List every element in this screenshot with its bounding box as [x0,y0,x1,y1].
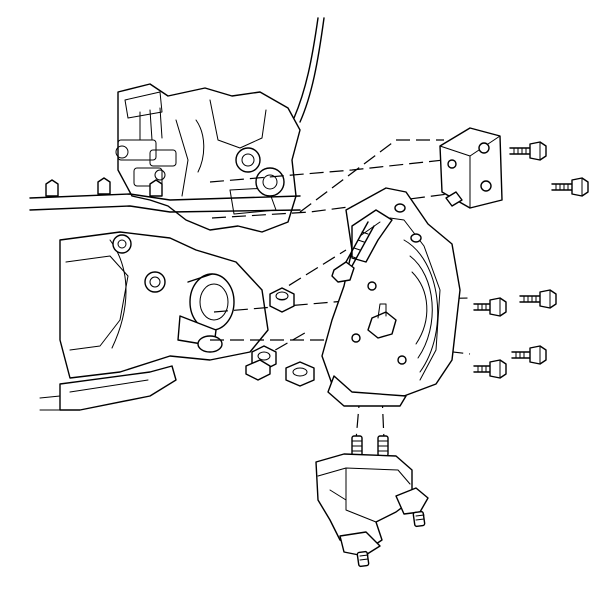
bolt-upper-1 [509,141,547,161]
bolt-lower-1 [511,345,547,365]
bolt-upper-2 [551,177,589,197]
upper-mount-bracket [439,127,503,209]
engine-assembly [29,17,325,411]
lower-mount-insulator [315,435,429,568]
rail-clip-2 [97,177,111,195]
rail-clip-1 [45,179,59,197]
bolt-middle-1 [519,289,557,309]
nut-upper [269,287,295,313]
nut-lower-center [285,361,315,387]
bolt-lower-2 [473,359,507,379]
through-bolt [331,221,375,283]
rail-clip-3 [149,179,163,197]
nut-lower-left [245,345,277,381]
bolt-middle-2 [473,297,507,317]
main-mount-bracket [321,187,461,407]
